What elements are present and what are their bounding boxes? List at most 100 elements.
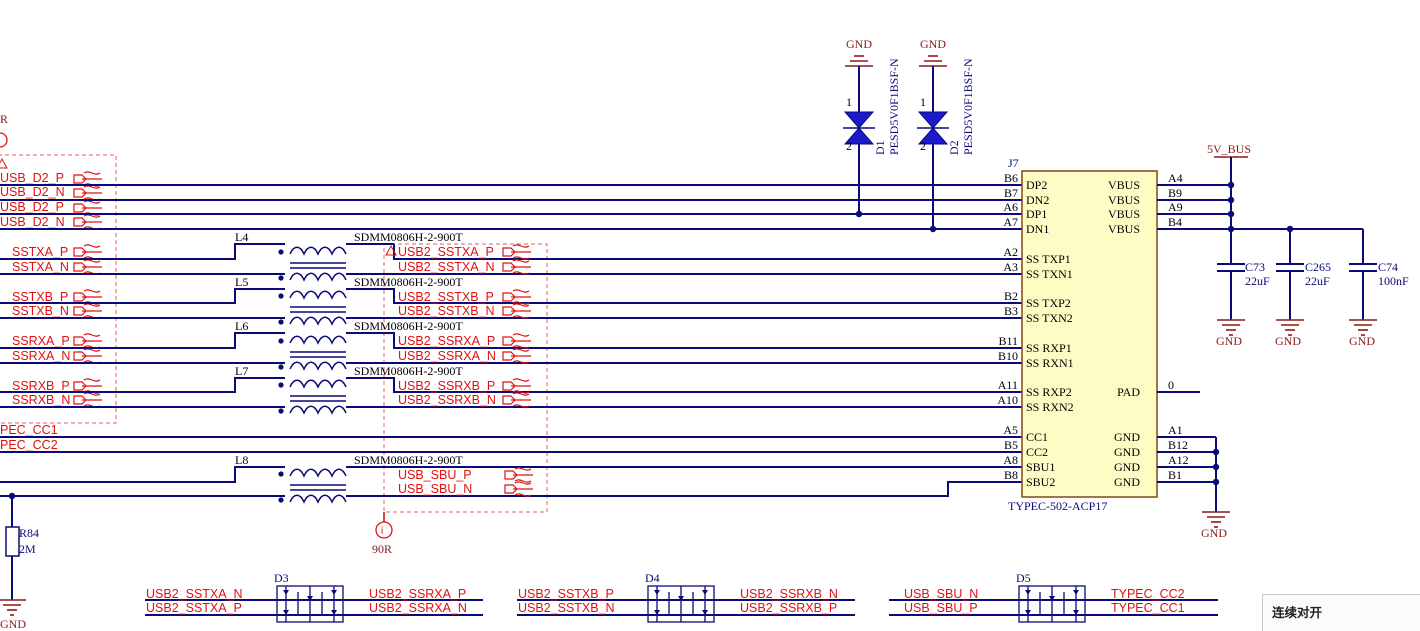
choke-l6: L6 SDMM0806H-2-900T: [235, 319, 463, 371]
j7-pin-name: DP1: [1026, 207, 1047, 221]
j7-pin-num: A6: [1003, 200, 1018, 214]
d2-pin1: 1: [920, 95, 926, 109]
l6-part: SDMM0806H-2-900T: [354, 319, 463, 333]
d1-part: PESD5V0F1BSF-N: [887, 58, 901, 155]
j7-pin-num: B7: [1004, 186, 1018, 200]
svg-text:GND: GND: [1201, 526, 1227, 540]
d1-pin1: 1: [846, 95, 852, 109]
net-usb-d2-n-1: USB_D2_N: [0, 185, 65, 199]
svg-text:GND: GND: [0, 617, 26, 631]
j7-pin-name: SS TXN1: [1026, 267, 1073, 281]
net-sstxa-n: SSTXA_N: [12, 260, 69, 274]
j7-ref: J7: [1008, 156, 1019, 170]
svg-text:D4: D4: [645, 571, 660, 585]
l8-part: SDMM0806H-2-900T: [354, 453, 463, 467]
net-sstxb-n: SSTXB_N: [12, 304, 69, 318]
choke-l8: L8 SDMM0806H-2-900T: [235, 453, 463, 504]
d1-pin2: 2: [846, 139, 852, 153]
choke-l4: L4 SDMM0806H-2-900T: [235, 230, 463, 282]
l6-ref: L6: [235, 319, 248, 333]
net-sstxa-p: SSTXA_P: [12, 245, 68, 259]
net-sstxb-p: SSTXB_P: [12, 290, 68, 304]
svg-text:D5: D5: [1016, 571, 1031, 585]
j7-pin-num: A2: [1003, 245, 1018, 259]
net-usb-d2-n-2: USB_D2_N: [0, 215, 65, 229]
d2-part: PESD5V0F1BSF-N: [961, 58, 975, 155]
top-r-label: R: [0, 112, 8, 126]
l5-part: SDMM0806H-2-900T: [354, 275, 463, 289]
j7-pin-name: GND: [1114, 445, 1140, 459]
svg-text:USB2_SSTXA_P: USB2_SSTXA_P: [146, 601, 242, 615]
svg-text:C73: C73: [1245, 260, 1265, 274]
j7-pin-name: GND: [1114, 460, 1140, 474]
svg-text:TYPEC_CC2: TYPEC_CC2: [1111, 587, 1185, 601]
j7-pin-num: B11: [998, 334, 1018, 348]
left-net-labels: USB_D2_P USB_D2_N USB_D2_P USB_D2_N SSTX…: [0, 171, 103, 452]
svg-text:USB2_SSRXA_P: USB2_SSRXA_P: [398, 334, 495, 348]
d2-pin2: 2: [920, 139, 926, 153]
l7-ref: L7: [235, 364, 248, 378]
svg-text:USB2_SSTXA_P: USB2_SSTXA_P: [398, 245, 494, 259]
svg-text:USB2_SSRXB_P: USB2_SSRXB_P: [398, 379, 495, 393]
j7-pin-num: B4: [1168, 215, 1182, 229]
svg-text:USB_SBU_P: USB_SBU_P: [398, 468, 472, 482]
l7-part: SDMM0806H-2-900T: [354, 364, 463, 378]
svg-text:D3: D3: [274, 571, 289, 585]
j7-pin-num: A3: [1003, 260, 1018, 274]
svg-text:USB_SBU_N: USB_SBU_N: [398, 482, 472, 496]
j7-part: TYPEC-502-ACP17: [1008, 499, 1107, 513]
j7-pin-num: B6: [1004, 171, 1018, 185]
j7-pin-num: B9: [1168, 186, 1182, 200]
vbus-net: 5V_BUS C73 22uF GND C265 22uF GND C74: [1157, 142, 1409, 348]
j7-pin-num: A8: [1003, 453, 1018, 467]
j7-pin-name: SS RXN1: [1026, 356, 1074, 370]
svg-text:USB2_SSRXB_P: USB2_SSRXB_P: [740, 601, 837, 615]
net-ssrxb-p: SSRXB_P: [12, 379, 70, 393]
l8-ref: L8: [235, 453, 248, 467]
j7-pin-num: B1: [1168, 468, 1182, 482]
tvs-array-d4: USB2_SSTXB_P USB2_SSTXB_N USB2_SSRXB_N U…: [517, 571, 855, 623]
j7-pin-name: SS RXN2: [1026, 400, 1074, 414]
side-panel[interactable]: 连续对开: [1262, 594, 1420, 631]
net-typec-cc1: PEC_CC1: [0, 423, 58, 437]
svg-text:USB2_SSTXA_N: USB2_SSTXA_N: [146, 587, 243, 601]
j7-pin-name: SS RXP2: [1026, 385, 1072, 399]
j7-pin-name: VBUS: [1108, 178, 1140, 192]
svg-text:USB2_SSRXA_N: USB2_SSRXA_N: [398, 349, 496, 363]
j7-pin-num: A4: [1168, 171, 1183, 185]
j7-pin-num: 0: [1168, 378, 1174, 392]
d2-ref: D2: [947, 140, 961, 155]
j7-pin-name: VBUS: [1108, 193, 1140, 207]
j7-pin-num: A5: [1003, 423, 1018, 437]
l4-ref: L4: [235, 230, 248, 244]
net-usb-d2-p-1: USB_D2_P: [0, 171, 64, 185]
j7-pin-num: A12: [1168, 453, 1189, 467]
tvs-array-d3: USB2_SSTXA_N USB2_SSTXA_P USB2_SSRXA_P U…: [145, 571, 483, 623]
triangle-icon: [0, 157, 8, 169]
j7-pin-name: CC2: [1026, 445, 1048, 459]
svg-text:22uF: 22uF: [1305, 274, 1330, 288]
j7-pin-name: SS TXP1: [1026, 252, 1071, 266]
mid-net-labels: USB2_SSTXA_P USB2_SSTXA_N USB2_SSTXB_P U…: [372, 244, 534, 556]
j7-pin-name: VBUS: [1108, 222, 1140, 236]
net-ssrxb-n: SSRXB_N: [12, 393, 70, 407]
svg-text:USB2_SSTXA_N: USB2_SSTXA_N: [398, 260, 495, 274]
svg-text:USB_SBU_P: USB_SBU_P: [904, 601, 978, 615]
net-ssrxa-p: SSRXA_P: [12, 334, 70, 348]
j7-pin-name: PAD: [1117, 385, 1140, 399]
svg-text:USB2_SSTXB_N: USB2_SSTXB_N: [518, 601, 615, 615]
svg-text:C74: C74: [1378, 260, 1398, 274]
panel-title: 连续对开: [1272, 605, 1323, 620]
svg-text:USB2_SSRXA_P: USB2_SSRXA_P: [369, 587, 466, 601]
j7-pin-name: CC1: [1026, 430, 1048, 444]
j7-pin-name: SS TXN2: [1026, 311, 1073, 325]
vbus-label: 5V_BUS: [1207, 142, 1251, 156]
j7-pin-num: A1: [1168, 423, 1183, 437]
svg-text:GND: GND: [1349, 334, 1375, 348]
choke-l7: L7 SDMM0806H-2-900T: [235, 364, 463, 415]
svg-text:100nF: 100nF: [1378, 274, 1409, 288]
j7-pin-name: SBU2: [1026, 475, 1055, 489]
j7-pin-num: A7: [1003, 215, 1018, 229]
